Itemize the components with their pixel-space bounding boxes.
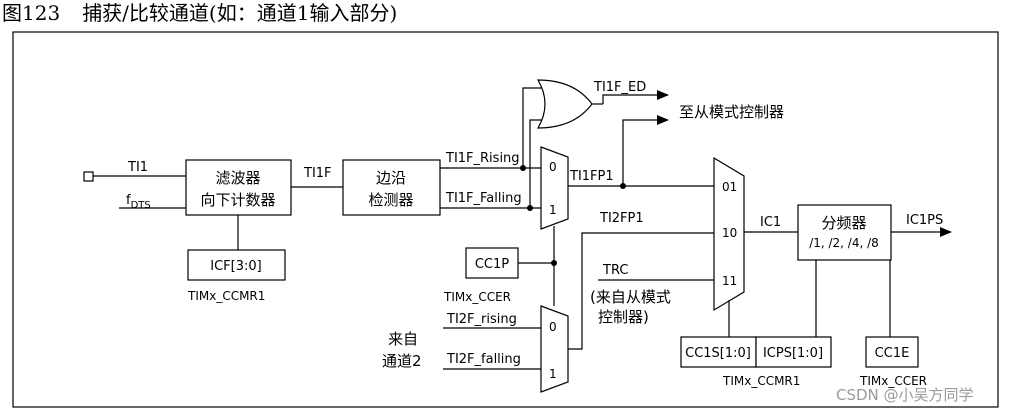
figure-title: 图123 捕获/比较通道(如：通道1输入部分)	[2, 0, 397, 26]
ti1f-ed-label: TI1F_ED	[593, 80, 646, 95]
icps-register-box	[755, 336, 832, 368]
ti1-label: TI1	[127, 160, 148, 175]
figure-number: 图123	[2, 1, 61, 25]
ti2f-rising-label: TI2F_rising	[446, 312, 517, 327]
ccer-bottom-label: TIMx_CCER	[859, 374, 927, 388]
prescaler-block	[797, 204, 892, 261]
ti1fp1-label: TI1FP1	[569, 169, 614, 184]
ccer-mid-label: TIMx_CCER	[443, 290, 511, 304]
cc1s-label: CC1S[1:0]	[685, 346, 751, 361]
mux-ic1-select	[713, 156, 745, 312]
from-slave-mode-1: (来自从模式	[590, 288, 671, 306]
cc1e-label: CC1E	[875, 346, 910, 361]
cc1p-register-box	[465, 247, 519, 279]
mux-ti1-edge	[540, 146, 569, 230]
edge-label-1: 边沿	[376, 169, 406, 187]
ti2f-falling-label: TI2F_falling	[446, 352, 521, 367]
ti1f-falling-label: TI1F_Falling	[445, 191, 522, 206]
mux-bottom-input-1: 1	[549, 367, 557, 381]
mux-main-10: 10	[722, 226, 737, 240]
ti1f-rising-label: TI1F_Rising	[445, 151, 520, 166]
from-channel2-1: 来自	[388, 330, 418, 348]
mux-main-01: 01	[722, 180, 737, 194]
mux-ti2-edge	[540, 305, 569, 393]
diagram-frame	[12, 31, 999, 408]
mux-top-input-1: 1	[549, 203, 557, 217]
filter-label-1: 滤波器	[215, 169, 260, 187]
trc-label: TRC	[602, 263, 628, 278]
icps-label: ICPS[1:0]	[763, 346, 823, 361]
from-slave-mode-2: 控制器)	[598, 308, 649, 326]
ic1ps-label: IC1PS	[906, 213, 943, 228]
csdn-watermark: CSDN @小吴方同学	[836, 386, 974, 404]
from-channel2-2: 通道2	[382, 352, 422, 370]
fdts-label: fDTS	[126, 193, 151, 211]
mux-bottom-input-0: 0	[549, 320, 557, 334]
prescaler-label-1: 分频器	[821, 214, 866, 232]
mux-main-11: 11	[722, 274, 737, 288]
edge-label-2: 检测器	[368, 191, 413, 209]
ti2fp1-label: TI2FP1	[599, 211, 644, 226]
ccmr1-top-label: TIMx_CCMR1	[187, 289, 265, 303]
filter-label-2: 向下计数器	[200, 191, 275, 209]
to-slave-mode-controller: 至从模式控制器	[679, 103, 784, 121]
figure-caption: 捕获/比较通道(如：通道1输入部分)	[82, 1, 398, 25]
cc1s-register-box	[680, 336, 757, 368]
ccmr1-bottom-label: TIMx_CCMR1	[722, 374, 800, 388]
ti1f-label: TI1F	[303, 166, 332, 181]
ic1-label: IC1	[760, 215, 781, 230]
ti1-input-pin	[83, 171, 94, 182]
mux-top-input-0: 0	[549, 160, 557, 174]
prescaler-label-2: /1, /2, /4, /8	[809, 236, 879, 250]
icf-label: ICF[3:0]	[210, 259, 261, 274]
edge-detector-block	[342, 159, 441, 216]
or-gate	[536, 79, 593, 129]
cc1p-label: CC1P	[475, 257, 509, 272]
icf-register-box	[187, 249, 286, 281]
cc1e-register-box	[865, 336, 919, 368]
